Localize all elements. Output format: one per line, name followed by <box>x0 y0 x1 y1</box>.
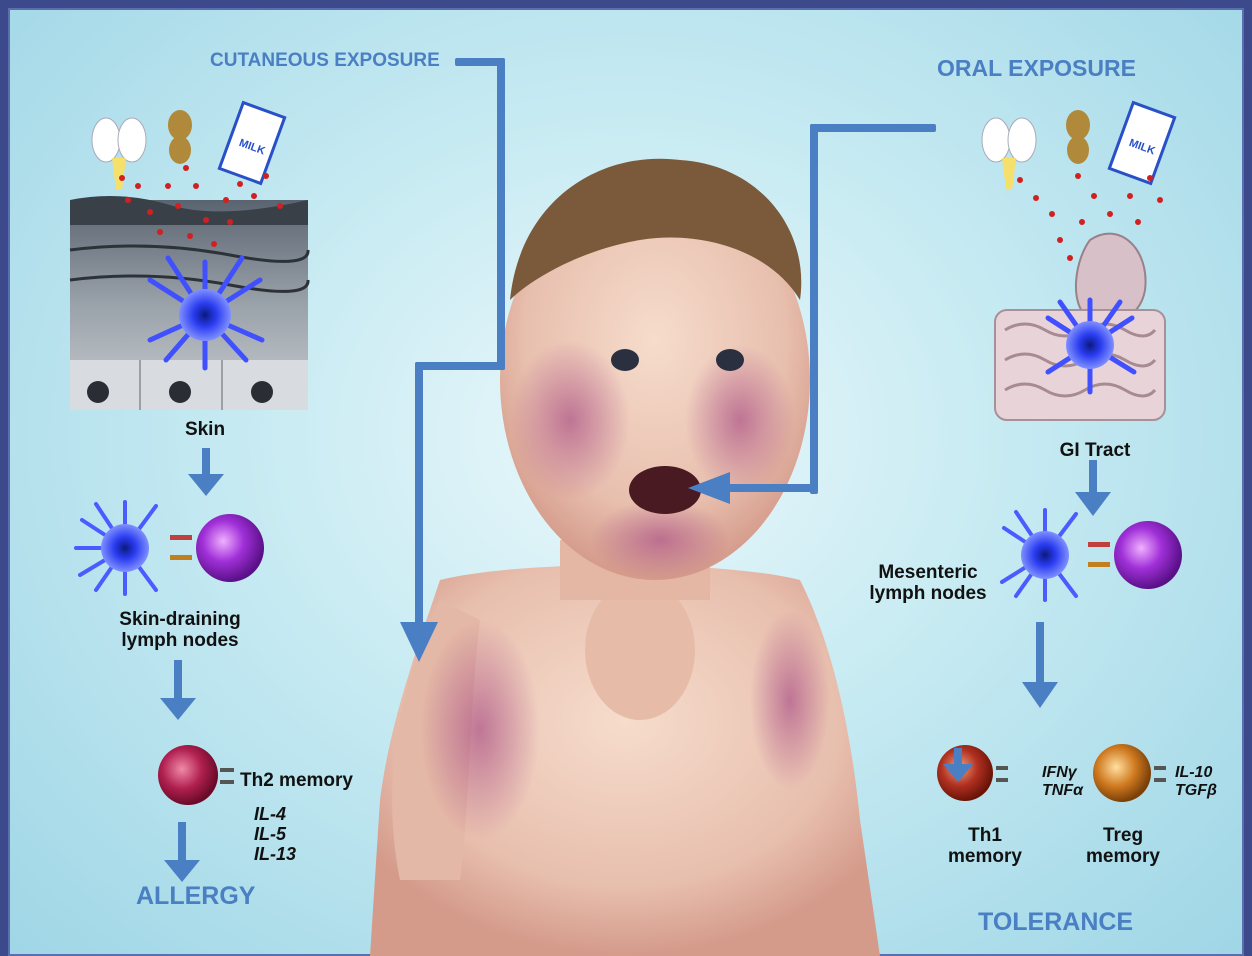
skin-to-lymph-arrowhead <box>188 474 224 496</box>
gi-tract-illustration <box>995 234 1165 420</box>
mesenteric-line2: lymph nodes <box>858 584 998 605</box>
cytokine-ifng: IFNγ <box>1042 764 1083 782</box>
skin-draining-line2: lymph nodes <box>95 631 265 652</box>
egg-icon <box>92 118 146 190</box>
treg-line2: memory <box>1068 847 1178 868</box>
treg-cytokines: IL-10 TGFβ <box>1175 764 1217 800</box>
oral-connector-h2 <box>728 484 818 492</box>
mesenteric-line1: Mesenteric <box>858 563 998 584</box>
mesenteric-lymph-nodes-label: Mesenteric lymph nodes <box>858 563 998 605</box>
th2-memory-cell <box>158 745 234 805</box>
th2-to-allergy-arrowhead <box>164 860 200 882</box>
skin-draining-line1: Skin-draining <box>95 610 265 631</box>
th2-memory-label: Th2 memory <box>240 771 353 792</box>
treg-memory-cell <box>1093 744 1166 802</box>
skin-draining-lymph-nodes-label: Skin-draining lymph nodes <box>95 610 265 652</box>
cytokine-il13: IL-13 <box>254 844 296 864</box>
lymph-to-memory-arrowhead <box>1022 682 1058 708</box>
th1-cytokines: IFNγ TNFα <box>1042 764 1083 800</box>
gi-to-lymph-arrowhead <box>1075 492 1111 516</box>
baby-illustration <box>370 159 880 956</box>
allergy-heading: ALLERGY <box>136 882 255 911</box>
peanut-icon <box>1066 110 1090 164</box>
cytokine-il5: IL-5 <box>254 824 296 844</box>
cutaneous-connector-v1 <box>497 58 505 370</box>
peanut-icon <box>168 110 192 164</box>
left-dc-bcell-pair <box>76 502 264 594</box>
cytokine-tgfb: TGFβ <box>1175 782 1217 800</box>
skin-label: Skin <box>150 420 260 441</box>
cytokine-il10: IL-10 <box>1175 764 1217 782</box>
cytokine-il4: IL-4 <box>254 804 296 824</box>
th1-memory-cell <box>937 745 1008 801</box>
egg-icon <box>982 118 1036 190</box>
th1-memory-label: Th1 memory <box>930 826 1040 868</box>
oral-connector-h1 <box>810 124 936 132</box>
cutaneous-exposure-heading: CUTANEOUS EXPOSURE <box>210 50 440 72</box>
th1-line1: Th1 <box>930 826 1040 847</box>
gi-tract-label: GI Tract <box>1040 441 1150 462</box>
tolerance-heading: TOLERANCE <box>978 908 1133 937</box>
th1-line2: memory <box>930 847 1040 868</box>
treg-line1: Treg <box>1068 826 1178 847</box>
oral-connector-v1 <box>810 124 818 494</box>
cutaneous-connector-h2 <box>415 362 505 370</box>
th2-cytokines: IL-4 IL-5 IL-13 <box>254 804 296 864</box>
milk-carton-icon: MILK <box>219 103 284 184</box>
right-dc-bcell-pair <box>1002 510 1182 600</box>
lymph-to-th2-arrowhead <box>160 698 196 720</box>
cutaneous-connector-v2 <box>415 362 423 624</box>
oral-exposure-heading: ORAL EXPOSURE <box>937 55 1136 82</box>
milk-carton-icon: MILK <box>1109 103 1174 184</box>
cytokine-tnfa: TNFα <box>1042 782 1083 800</box>
treg-memory-label: Treg memory <box>1068 826 1178 868</box>
